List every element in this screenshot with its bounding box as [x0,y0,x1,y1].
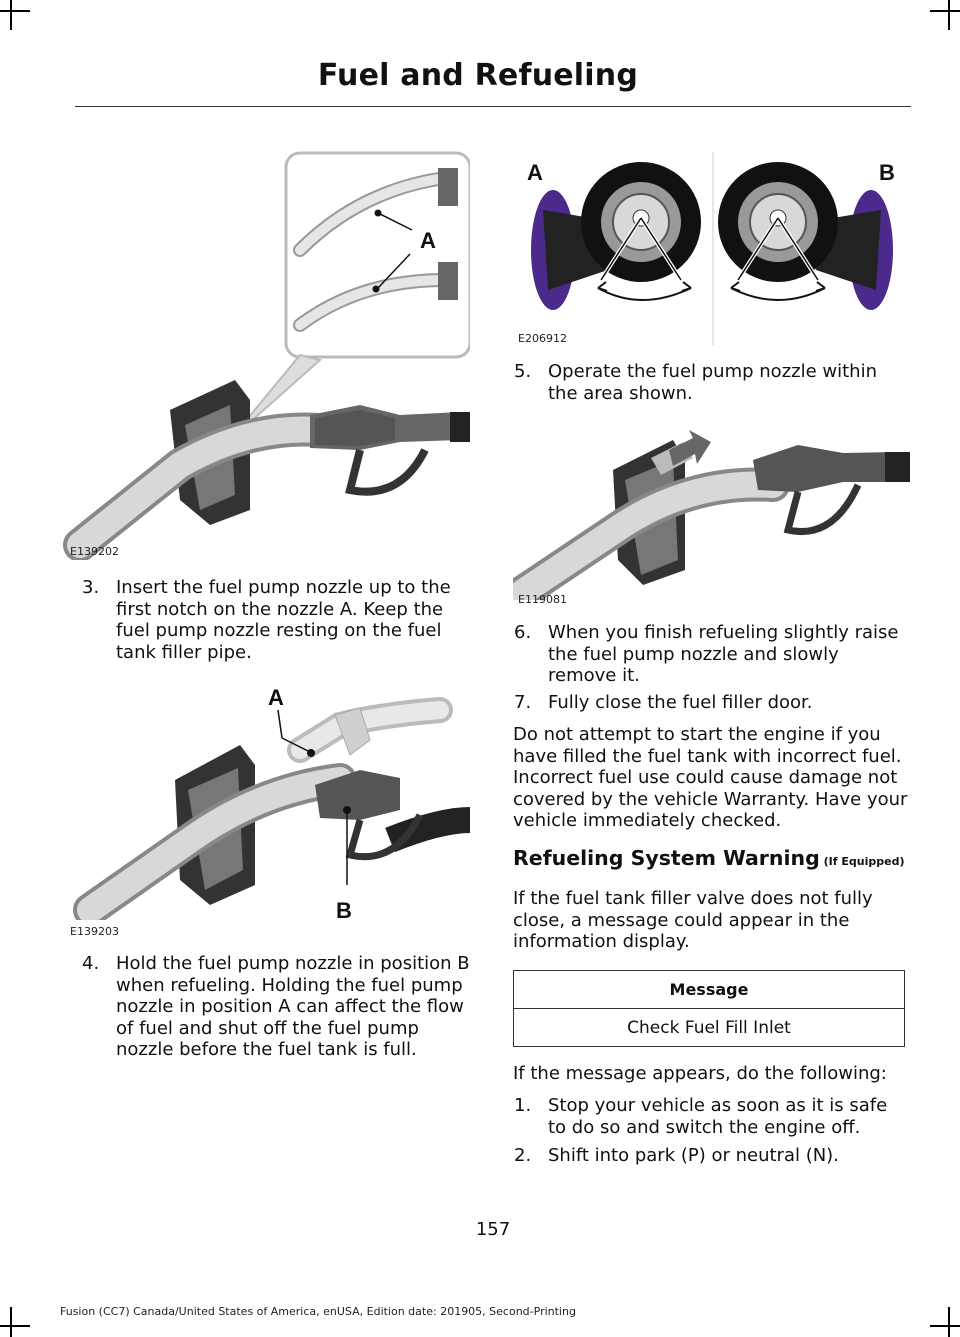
title-divider [75,106,911,107]
callout-label-b: B [336,898,352,920]
step-number: 7. [514,692,532,713]
figure-code: E139202 [70,545,119,558]
step-text: Operate the fuel pump nozzle within the … [548,361,877,404]
crop-mark [930,10,960,12]
figure-nozzle-positions: A B [60,670,470,920]
step-text: Fully close the fuel filler door. [548,692,813,713]
section-qualifier: (If Equipped) [819,855,905,868]
crop-mark [0,10,30,12]
warning-paragraph: Do not attempt to start the engine if yo… [513,724,908,831]
crop-mark [10,1307,12,1337]
page-number: 157 [475,1219,511,1240]
crop-mark [948,1307,950,1337]
step-3: 3. Insert the fuel pump nozzle up to the… [82,577,467,663]
step-7: 7. Fully close the fuel filler door. [514,692,909,714]
action-step-2: 2. Shift into park (P) or neutral (N). [514,1145,909,1167]
section-heading: Refueling System Warning (If Equipped) [513,846,904,870]
action-step-1: 1. Stop your vehicle as soon as it is sa… [514,1095,909,1138]
figure-code: E119081 [518,593,567,606]
crop-mark [10,0,12,30]
step-text: When you finish refueling slightly raise… [548,622,899,686]
step-number: 6. [514,622,532,643]
step-number: 3. [82,577,100,598]
crop-mark [930,1325,960,1327]
table-row: Check Fuel Fill Inlet [513,1008,905,1047]
step-text: Stop your vehicle as soon as it is safe … [548,1095,888,1138]
footer-edition: Fusion (CC7) Canada/United States of Ame… [60,1305,576,1318]
figure-code: E206912 [518,332,567,345]
figure-filler-door-angles: A B [513,150,910,350]
step-number: 1. [514,1095,532,1116]
crop-mark [0,1325,30,1327]
figure-nozzle-first-notch: A [60,150,470,560]
step-4: 4. Hold the fuel pump nozzle in position… [82,953,472,1061]
step-text: Hold the fuel pump nozzle in position B … [116,953,470,1060]
step-text: Shift into park (P) or neutral (N). [548,1145,839,1166]
page-title: Fuel and Refueling [317,58,638,93]
step-6: 6. When you finish refueling slightly ra… [514,622,909,687]
callout-label-a: A [268,685,284,710]
figure-code: E139203 [70,925,119,938]
step-text: Insert the fuel pump nozzle up to the fi… [116,577,451,663]
step-number: 5. [514,361,532,382]
message-table: Message Check Fuel Fill Inlet [513,970,905,1047]
message-cell: Check Fuel Fill Inlet [513,1008,905,1047]
figure-raise-nozzle [513,420,910,600]
callout-label: A [420,228,436,253]
step-5: 5. Operate the fuel pump nozzle within t… [514,361,909,404]
step-number: 2. [514,1145,532,1166]
message-table-header: Message [513,970,905,1009]
panel-label-a: A [527,160,543,185]
panel-label-b: B [879,160,895,185]
crop-mark [948,0,950,30]
section-heading-text: Refueling System Warning [513,846,820,870]
step-number: 4. [82,953,100,974]
section-after: If the message appears, do the following… [513,1063,887,1084]
section-intro: If the fuel tank filler valve does not f… [513,888,873,952]
